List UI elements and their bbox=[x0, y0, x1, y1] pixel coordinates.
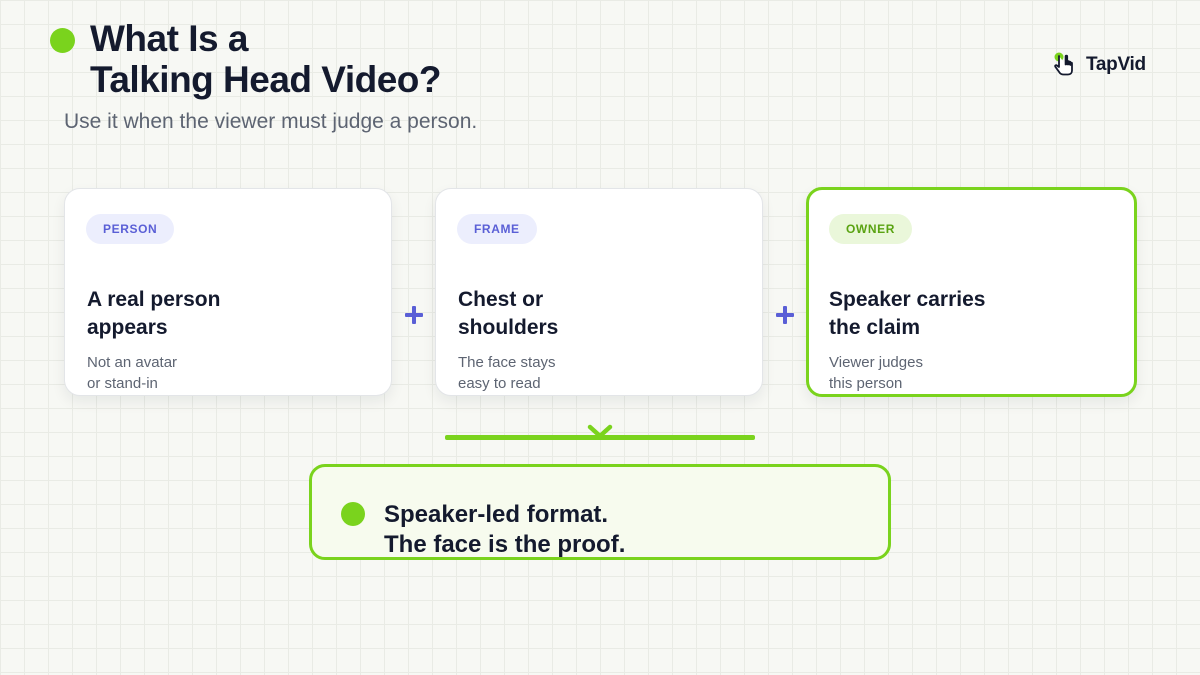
plus-icon bbox=[404, 305, 424, 325]
card-desc-line-1: Not an avatar bbox=[87, 354, 178, 371]
card-desc-line-2: easy to read bbox=[458, 375, 541, 392]
page-title: What Is a Talking Head Video? bbox=[90, 18, 441, 100]
card-desc-line-1: Viewer judges bbox=[829, 354, 923, 371]
card-title-line-2: the claim bbox=[829, 316, 921, 339]
cursor-hand-icon bbox=[1054, 52, 1073, 76]
result-line-1: Speaker-led format. bbox=[384, 501, 609, 528]
card-title-line-1: A real person bbox=[87, 288, 221, 311]
card-person: PERSON A real person appears Not an avat… bbox=[64, 188, 392, 396]
card-badge-owner: OWNER bbox=[829, 214, 912, 244]
card-title-line-2: shoulders bbox=[458, 316, 559, 339]
chevron-down-icon bbox=[587, 424, 613, 439]
card-badge-frame: FRAME bbox=[457, 214, 537, 244]
card-title-frame: Chest or shoulders bbox=[458, 286, 718, 342]
card-title-person: A real person appears bbox=[87, 286, 347, 342]
title-dot bbox=[50, 28, 75, 53]
card-title-line-1: Chest or bbox=[458, 288, 544, 311]
card-title-line-1: Speaker carries bbox=[829, 288, 986, 311]
brand-name: TapVid bbox=[1086, 54, 1146, 75]
card-title-owner: Speaker carries the claim bbox=[829, 286, 1089, 342]
card-desc-person: Not an avatar or stand-in bbox=[87, 352, 347, 394]
card-desc-owner: Viewer judges this person bbox=[829, 352, 1089, 394]
card-frame: FRAME Chest or shoulders The face stays … bbox=[435, 188, 763, 396]
page-title-line-2: Talking Head Video? bbox=[90, 59, 441, 100]
page-subtitle: Use it when the viewer must judge a pers… bbox=[64, 110, 478, 133]
card-desc-line-1: The face stays bbox=[458, 354, 556, 371]
card-desc-frame: The face stays easy to read bbox=[458, 352, 718, 394]
page-title-line-1: What Is a bbox=[90, 18, 248, 59]
result-line-2: The face is the proof. bbox=[384, 531, 626, 558]
plus-icon bbox=[775, 305, 795, 325]
brand-logo: TapVid bbox=[1052, 50, 1146, 80]
result-dot bbox=[341, 502, 365, 526]
card-badge-person: PERSON bbox=[86, 214, 175, 244]
card-title-line-2: appears bbox=[87, 316, 168, 339]
result-box: Speaker-led format. The face is the proo… bbox=[309, 464, 891, 560]
card-desc-line-2: this person bbox=[829, 375, 903, 392]
card-owner: OWNER Speaker carries the claim Viewer j… bbox=[806, 187, 1137, 397]
result-text: Speaker-led format. The face is the proo… bbox=[384, 500, 625, 560]
card-desc-line-2: or stand-in bbox=[87, 375, 158, 392]
